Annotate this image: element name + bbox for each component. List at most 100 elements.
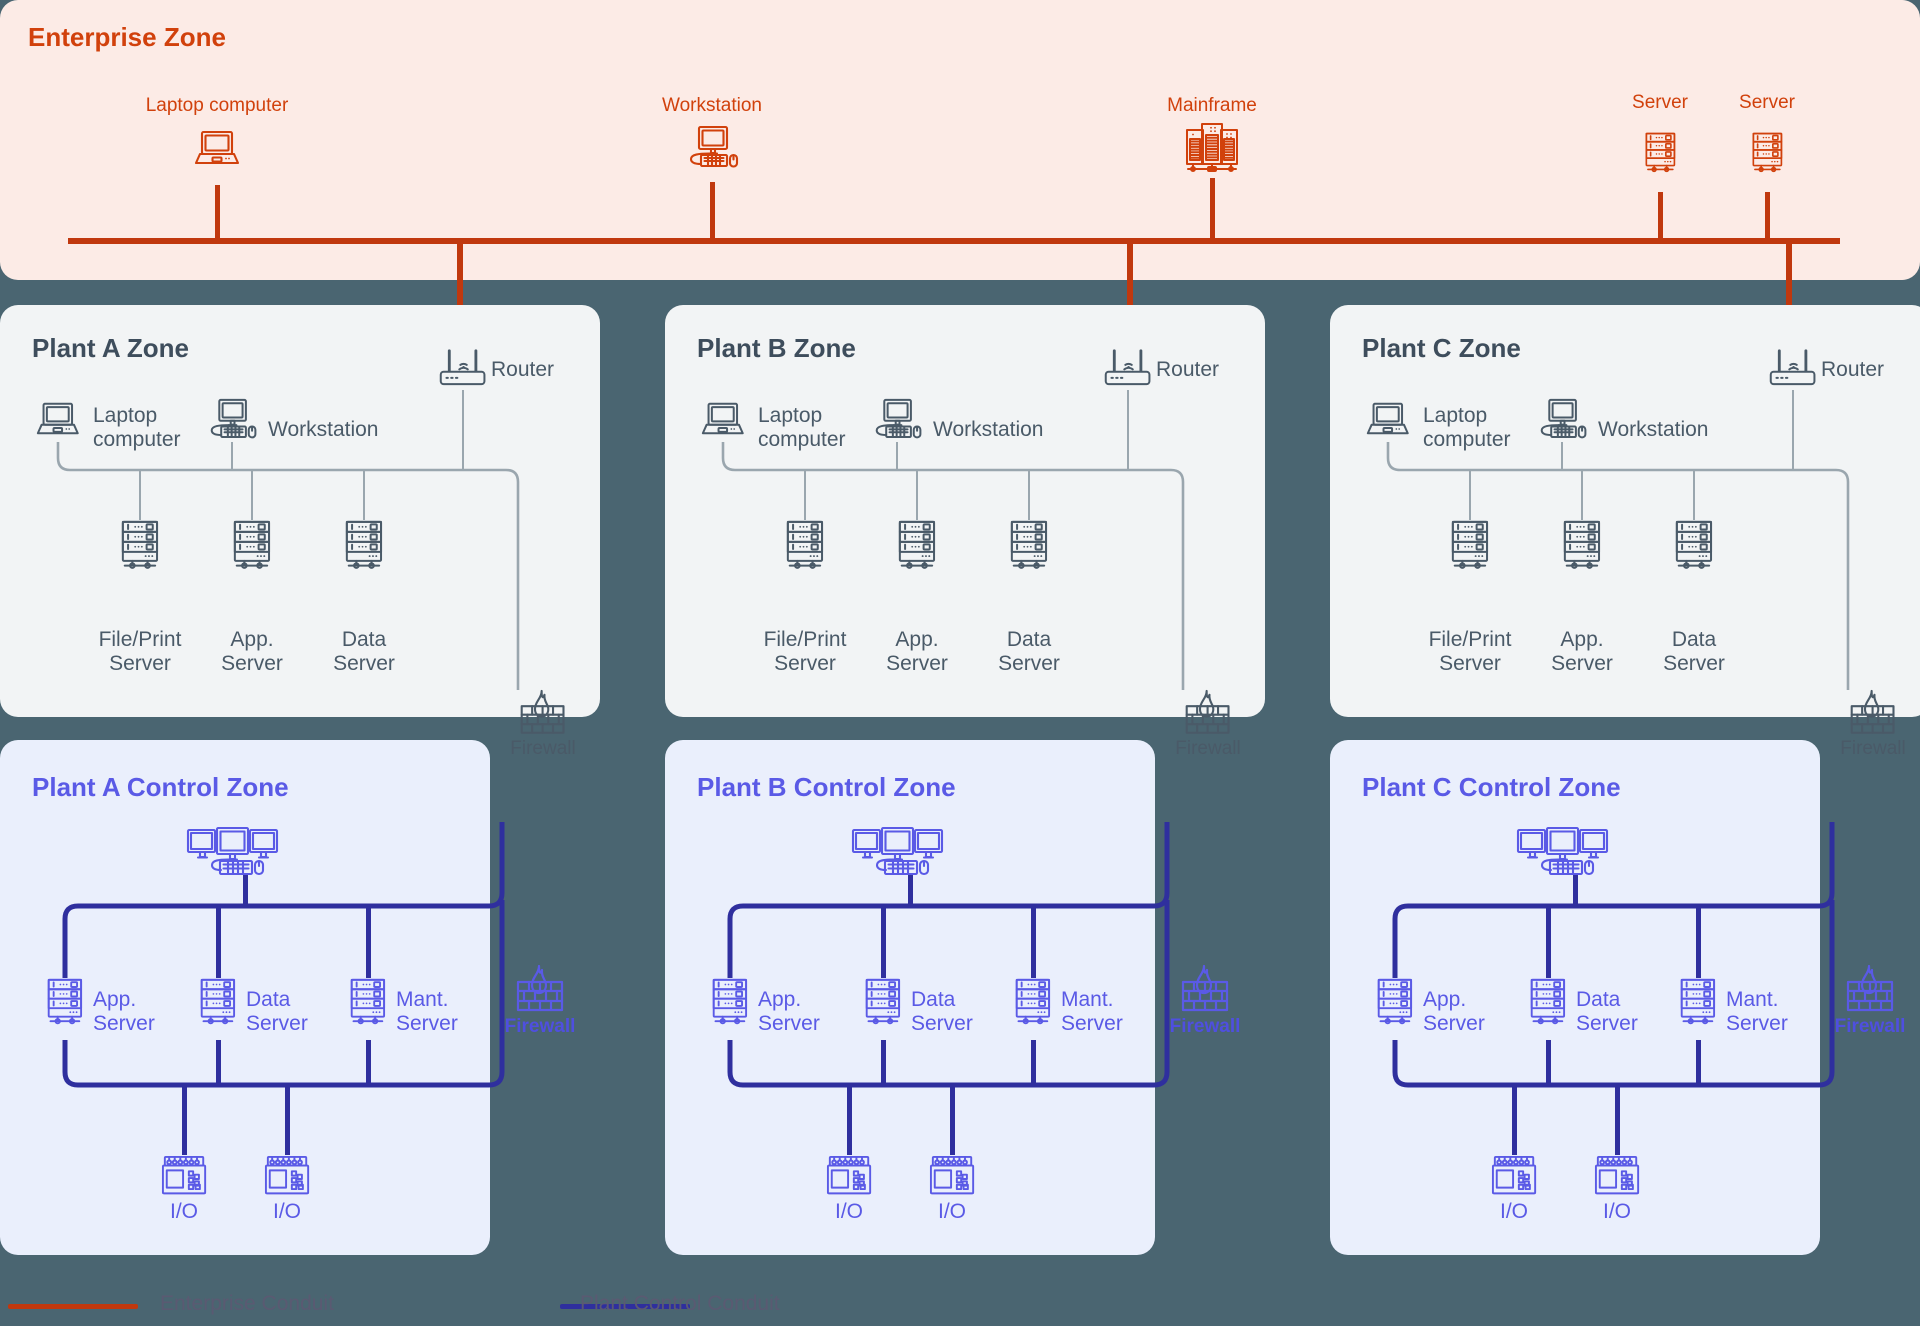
control-server-label-2-0: App.Server	[1423, 988, 1485, 1035]
control-io-label-1-1: I/O	[937, 1200, 966, 1223]
server-icon	[200, 978, 236, 1025]
workstation-icon	[689, 125, 738, 168]
firewall-icon	[1181, 964, 1229, 1012]
plant-server-icon-0-1	[232, 520, 272, 569]
plant-laptop-label-line1-2: Laptop	[1423, 404, 1488, 427]
enterprise-node-label-0: Laptop computer	[145, 95, 289, 116]
plant-workstation-label-0: Workstation	[268, 418, 379, 441]
plant-server-label-line2-0-0: Server	[109, 651, 171, 675]
plant-zone-panel-1	[665, 305, 1265, 717]
control-server-label-line1-2-0: App.	[1423, 988, 1467, 1011]
control-io-icon-2-1	[1594, 1155, 1640, 1195]
control-io-tap-2-0	[1511, 1085, 1517, 1155]
plant-server-label-2-1: App.Server	[1502, 628, 1662, 675]
plant-laptop-icon-0	[35, 400, 81, 437]
control-server-label-2-2: Mant.Server	[1726, 988, 1788, 1035]
control-firewall-icon-1	[1177, 964, 1233, 1012]
control-io-icon-2-0	[1491, 1155, 1537, 1195]
plant-laptop-label-line2-1: computer	[758, 427, 846, 451]
plant-server-icon-2-1	[1562, 520, 1602, 569]
plant-server-label-line1-2-1: App.	[1560, 628, 1604, 651]
plant-server-label-line2-1-2: Server	[998, 651, 1060, 675]
control-server-label-1-2: Mant.Server	[1061, 988, 1123, 1035]
legend-swatch-0	[8, 1304, 138, 1309]
control-io-icon-0-1	[264, 1155, 310, 1195]
control-server-label-line2-1-2: Server	[1061, 1011, 1123, 1035]
plant-server-tap-0-1	[250, 470, 254, 520]
plant-server-label-line2-0-1: Server	[221, 651, 283, 675]
control-server-lower-tap-2-2	[1695, 1040, 1701, 1085]
enterprise-node-server-icon-3	[1644, 132, 1677, 173]
control-server-icon-2-1	[1529, 978, 1567, 1025]
enterprise-node-stub-4	[1764, 192, 1770, 238]
plant-zone-title-0: Plant A Zone	[32, 333, 189, 363]
enterprise-node-label-4: Server	[1739, 92, 1795, 113]
enterprise-zone-title: Enterprise Zone	[28, 22, 226, 52]
legend-label-1: Plant Control Conduit	[580, 1292, 780, 1315]
control-server-label-line2-1-0: Server	[758, 1011, 820, 1035]
io-module-icon	[161, 1155, 207, 1195]
plant-firewall-label-0: Firewall	[510, 738, 576, 759]
plant-server-label-line1-2-0: File/Print	[1428, 628, 1512, 651]
plant-server-icon-0-2	[344, 520, 384, 569]
control-hmi-icon-1	[851, 826, 945, 876]
plant-server-label-line2-0-2: Server	[333, 651, 395, 675]
control-io-label-2-0: I/O	[1499, 1200, 1528, 1223]
enterprise-node-label-1: Workstation	[662, 95, 762, 116]
plant-server-icon-1-2	[1009, 520, 1049, 569]
control-zone-title-1: Plant B Control Zone	[697, 772, 956, 802]
control-server-label-line1-0-1: Data	[246, 988, 291, 1011]
io-module-icon	[264, 1155, 310, 1195]
mainframe-icon	[1186, 123, 1238, 172]
firewall-icon	[1851, 689, 1895, 734]
plant-firewall-label-1: Firewall	[1175, 738, 1241, 759]
control-hmi-tap-2	[1572, 875, 1578, 906]
enterprise-zone-panel	[0, 0, 1920, 280]
control-server-label-line2-1-1: Server	[911, 1011, 973, 1035]
enterprise-node-stub-2	[1209, 178, 1215, 238]
control-io-icon-1-0	[826, 1155, 872, 1195]
control-server-label-line1-1-2: Mant.	[1061, 988, 1114, 1011]
control-firewall-label-2: Firewall	[1834, 1016, 1906, 1037]
io-module-icon	[826, 1155, 872, 1195]
triple-monitor-workstation-icon	[1516, 826, 1609, 876]
server-icon	[1675, 520, 1713, 569]
plant-router-tap-2	[1791, 390, 1795, 470]
control-io-tap-1-0	[846, 1085, 852, 1155]
control-server-label-line1-2-1: Data	[1576, 988, 1621, 1011]
plant-workstation-icon-2	[1536, 398, 1588, 439]
control-server-tap-0-1	[215, 906, 221, 978]
control-io-tap-1-1	[949, 1085, 955, 1155]
control-server-label-line2-2-0: Server	[1423, 1011, 1485, 1035]
control-server-label-line1-1-0: App.	[758, 988, 802, 1011]
plant-server-tap-2-0	[1468, 470, 1472, 520]
firewall-icon	[521, 689, 565, 734]
plant-workstation-label-1: Workstation	[933, 418, 1044, 441]
control-server-label-line2-0-1: Server	[246, 1011, 308, 1035]
plant-laptop-label-line2-2: computer	[1423, 427, 1511, 451]
control-server-icon-2-0	[1376, 978, 1414, 1025]
control-server-tap-2-2	[1695, 906, 1701, 978]
legend-label-0: Enterprise Conduit	[160, 1292, 334, 1315]
control-server-label-line2-0-2: Server	[396, 1011, 458, 1035]
server-icon	[233, 520, 271, 569]
control-io-label-0-0: I/O	[169, 1200, 198, 1223]
control-io-tap-0-1	[284, 1085, 290, 1155]
server-icon	[898, 520, 936, 569]
control-server-tap-1-2	[1030, 906, 1036, 978]
plant-server-label-1-1: App.Server	[837, 628, 997, 675]
plant-firewall-icon-1	[1181, 689, 1234, 734]
enterprise-node-stub-3	[1657, 192, 1663, 238]
plant-server-tap-2-1	[1580, 470, 1584, 520]
io-module-icon	[1594, 1155, 1640, 1195]
workstation-icon	[875, 398, 922, 439]
plant-laptop-icon-2	[1365, 400, 1411, 437]
plant-laptop-label-line1-1: Laptop	[758, 404, 823, 427]
plant-router-icon-0	[436, 348, 489, 387]
